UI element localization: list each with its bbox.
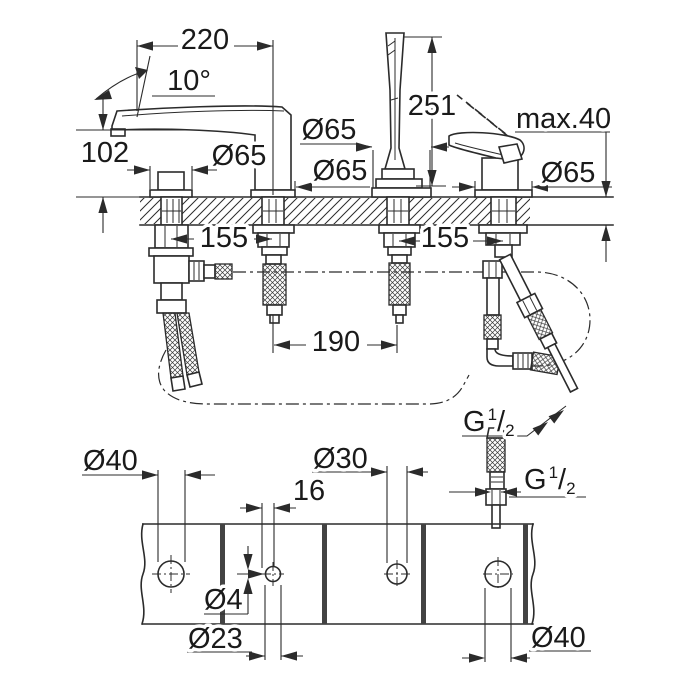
dim-hole-offset-label: 16 xyxy=(293,475,325,507)
joint-bar xyxy=(322,524,327,624)
plan-dimensions xyxy=(82,466,591,663)
dia-hole-right-label: Ø40 xyxy=(531,622,586,654)
dim-spout-reach-label: 220 xyxy=(181,24,229,56)
plan-deck-strip xyxy=(140,523,536,626)
dim-spout-height-label: 102 xyxy=(81,137,129,169)
dia-valve-escutcheon-label: Ø65 xyxy=(212,140,267,172)
dim-deck-thickness-label: max.40 xyxy=(516,103,611,135)
shutoff-valve xyxy=(148,171,233,392)
dia-hole-left-label: Ø40 xyxy=(83,445,138,477)
break-line-right xyxy=(530,523,536,626)
dia-pilot-hole-label: Ø4 xyxy=(204,584,243,616)
elevation-dimensions xyxy=(76,36,612,498)
joint-bar xyxy=(421,524,426,624)
dim-spacing-valve-spout-label: 155 xyxy=(200,222,248,254)
dia-mixer-escutcheon-label: Ø65 xyxy=(541,157,596,189)
single-lever-mixer xyxy=(448,94,579,529)
dia-handshower-escutcheon-label: Ø65 xyxy=(302,114,357,146)
hand-shower xyxy=(371,32,432,324)
dim-spacing-handshower-mixer-label: 155 xyxy=(421,222,469,254)
joint-bar xyxy=(220,524,225,624)
joint-bar xyxy=(523,524,528,624)
dia-spout-escutcheon-label: Ø65 xyxy=(313,155,368,187)
dim-handshower-height-label: 251 xyxy=(408,90,456,122)
dim-spacing-spout-handshower-label: 190 xyxy=(312,326,360,358)
dim-spout-angle-label: 10° xyxy=(167,65,211,97)
mounting-deck-section xyxy=(139,196,614,226)
dia-hole-middle-label: Ø30 xyxy=(313,443,368,475)
dia-hole-small-label: Ø23 xyxy=(188,623,243,655)
break-line-left xyxy=(140,523,146,626)
